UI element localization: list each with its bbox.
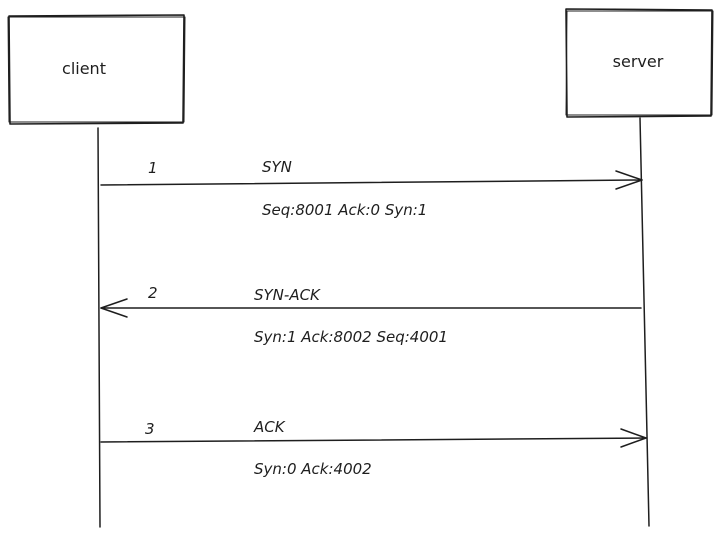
arrow-head xyxy=(615,170,643,190)
message-number: 2 xyxy=(148,284,158,302)
arrow-line xyxy=(100,179,643,186)
message-details: Seq:8001 Ack:0 Syn:1 xyxy=(262,201,427,219)
client-label: client xyxy=(62,59,106,78)
message-name: ACK xyxy=(253,418,286,436)
client-lifeline xyxy=(97,127,101,528)
arrow-head xyxy=(620,428,647,448)
message-number: 3 xyxy=(145,420,155,438)
arrow-line xyxy=(100,437,647,443)
message-name: SYN-ACK xyxy=(254,286,321,304)
message-syn-ack: 2 SYN-ACK Syn:1 Ack:8002 Seq:4001 xyxy=(100,284,642,346)
server-box: server xyxy=(565,8,714,118)
arrow-head xyxy=(100,298,128,318)
server-lifeline xyxy=(639,117,650,527)
message-details: Syn:1 Ack:8002 Seq:4001 xyxy=(254,328,448,346)
client-box: client xyxy=(7,14,186,125)
message-syn: 1 SYN Seq:8001 Ack:0 Syn:1 xyxy=(100,158,643,219)
message-ack: 3 ACK Syn:0 Ack:4002 xyxy=(100,418,647,478)
server-label: server xyxy=(613,52,664,71)
message-details: Syn:0 Ack:4002 xyxy=(254,460,372,478)
message-number: 1 xyxy=(148,159,158,177)
message-name: SYN xyxy=(262,158,292,176)
